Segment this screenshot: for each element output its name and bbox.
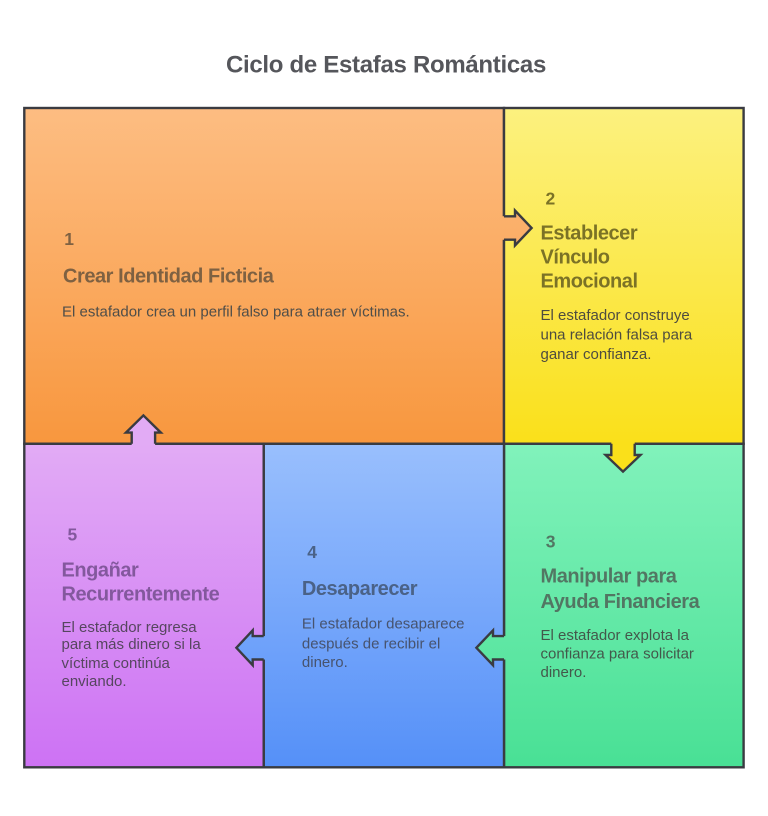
svg-text:Ayuda Financiera: Ayuda Financiera: [541, 591, 701, 613]
svg-text:El estafador crea un perfil fa: El estafador crea un perfil falso para a…: [62, 304, 410, 321]
svg-text:El estafador desaparece: El estafador desaparece: [302, 616, 465, 633]
svg-text:dinero.: dinero.: [302, 654, 348, 671]
svg-text:dinero.: dinero.: [541, 664, 587, 681]
svg-text:El estafador explota la: El estafador explota la: [541, 627, 690, 644]
svg-text:confianza para solicitar: confianza para solicitar: [541, 645, 694, 662]
svg-text:El estafador construye: El estafador construye: [541, 307, 690, 324]
svg-text:para más dinero si la: para más dinero si la: [62, 636, 202, 653]
svg-text:ganar confianza.: ganar confianza.: [541, 346, 652, 363]
svg-text:víctima continúa: víctima continúa: [62, 655, 171, 672]
svg-text:Establecer: Establecer: [541, 223, 638, 245]
svg-text:Ciclo de Estafas Románticas: Ciclo de Estafas Románticas: [226, 52, 546, 79]
svg-text:una relación falsa para: una relación falsa para: [541, 327, 693, 344]
svg-text:1: 1: [64, 229, 74, 249]
svg-text:Manipular para: Manipular para: [541, 566, 678, 588]
svg-text:después de recibir el: después de recibir el: [302, 636, 440, 653]
svg-text:El estafador regresa: El estafador regresa: [62, 619, 198, 636]
svg-text:Emocional: Emocional: [541, 271, 638, 293]
svg-text:Desaparecer: Desaparecer: [302, 578, 418, 600]
svg-text:5: 5: [68, 525, 78, 545]
svg-text:enviando.: enviando.: [62, 673, 127, 690]
svg-text:3: 3: [546, 531, 556, 551]
svg-text:Engañar: Engañar: [62, 559, 140, 581]
svg-text:Crear Identidad Ficticia: Crear Identidad Ficticia: [63, 265, 275, 287]
svg-text:Vínculo: Vínculo: [541, 247, 610, 269]
svg-text:Recurrentemente: Recurrentemente: [62, 583, 220, 605]
svg-text:4: 4: [307, 542, 317, 562]
svg-text:2: 2: [546, 189, 556, 209]
